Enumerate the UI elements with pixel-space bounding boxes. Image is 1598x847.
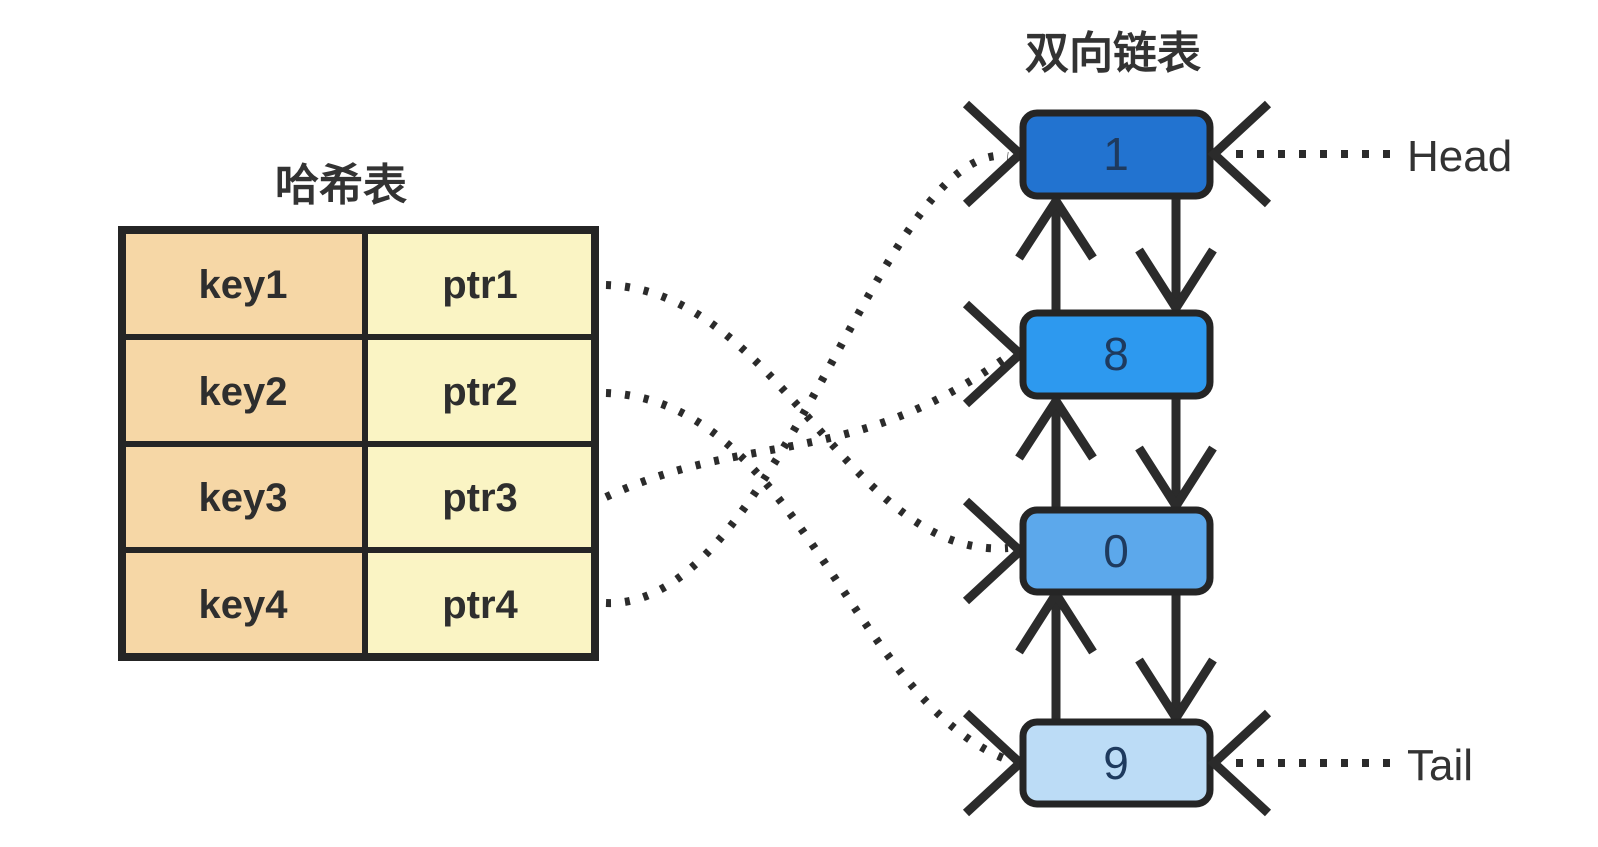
ptr-cell — [362, 441, 598, 553]
node-1-label: 1 — [1103, 128, 1129, 180]
ptr-cell-label: ptr4 — [442, 583, 518, 627]
down-arrowhead-0-to-9 — [1135, 657, 1217, 727]
head-pointer — [1207, 100, 1390, 208]
node-8 — [1019, 309, 1214, 400]
arrowhead-into-node0 — [962, 497, 1027, 605]
arrowhead-into-node9 — [962, 709, 1027, 817]
key-cell-label: key4 — [199, 583, 289, 627]
tail-pointer — [1207, 709, 1390, 817]
ptr-cell — [362, 547, 598, 660]
up-arrowhead-8-to-1 — [1015, 192, 1097, 261]
head-arrowhead — [1207, 100, 1272, 208]
head-label: Head — [1407, 132, 1512, 181]
tail-arrowhead — [1207, 709, 1272, 817]
pointer-curve-ptr3-to-node8 — [604, 352, 1011, 501]
arrowhead-into-node8 — [962, 300, 1027, 408]
tail-label: Tail — [1407, 741, 1473, 790]
up-arrowhead-0-to-8 — [1015, 392, 1097, 461]
node-link-arrows — [1015, 192, 1217, 727]
linked-list: 双向链表 1 8 0 9 — [1015, 29, 1512, 817]
hash-table-border — [118, 226, 599, 661]
ptr-cell-label: ptr1 — [442, 263, 518, 307]
key-cell-label: key3 — [199, 476, 288, 520]
hash-table: 哈希表 key1 ptr1 key2 ptr2 key3 ptr3 key4 p… — [118, 161, 599, 661]
node-0-label: 0 — [1103, 525, 1129, 577]
node-9-label: 9 — [1103, 737, 1129, 789]
hash-table-title: 哈希表 — [275, 161, 407, 210]
node-0 — [1019, 506, 1214, 596]
key-cell-label: key1 — [199, 263, 288, 307]
pointer-curve-ptr4-to-node1 — [605, 151, 1009, 608]
pointer-curves — [604, 100, 1027, 817]
ptr-cell-label: ptr2 — [442, 370, 518, 414]
pointer-curve-ptr2-to-node9 — [605, 389, 1010, 764]
down-arrowhead-8-to-0 — [1135, 445, 1217, 515]
linked-list-title: 双向链表 — [1025, 29, 1201, 78]
ptr-cell-label: ptr3 — [442, 476, 518, 520]
node-8-label: 8 — [1103, 328, 1129, 380]
key-cell-label: key2 — [199, 370, 288, 414]
down-arrowhead-1-to-8 — [1135, 247, 1217, 317]
pointer-curve-ptr1-to-node0 — [605, 281, 1009, 553]
